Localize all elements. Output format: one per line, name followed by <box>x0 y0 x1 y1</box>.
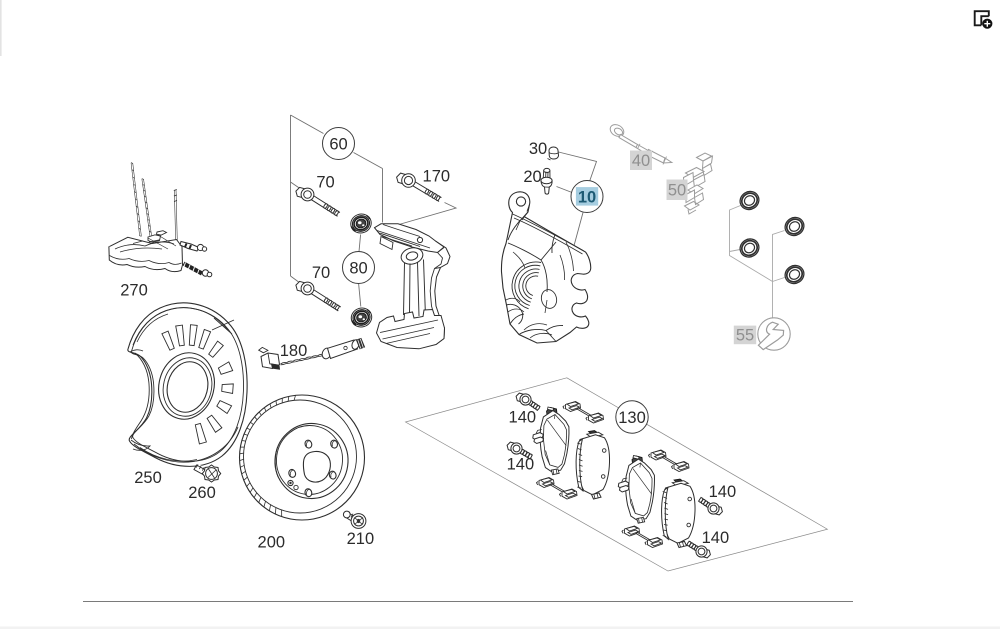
svg-text:140: 140 <box>507 456 535 474</box>
svg-text:50: 50 <box>668 182 686 200</box>
svg-text:60: 60 <box>329 135 347 153</box>
svg-text:200: 200 <box>258 534 286 552</box>
svg-text:40: 40 <box>632 152 650 170</box>
svg-text:260: 260 <box>188 484 216 502</box>
svg-text:250: 250 <box>134 469 162 487</box>
svg-text:130: 130 <box>618 409 646 427</box>
svg-text:70: 70 <box>316 174 334 192</box>
svg-text:140: 140 <box>709 483 737 501</box>
svg-text:30: 30 <box>529 140 547 158</box>
svg-text:55: 55 <box>736 327 754 345</box>
svg-text:210: 210 <box>347 530 375 548</box>
svg-text:10: 10 <box>578 189 596 207</box>
svg-text:180: 180 <box>280 342 308 360</box>
svg-text:140: 140 <box>702 529 730 547</box>
svg-text:20: 20 <box>523 168 541 186</box>
svg-text:70: 70 <box>312 264 330 282</box>
svg-text:170: 170 <box>423 168 451 186</box>
svg-text:80: 80 <box>349 259 367 277</box>
svg-text:140: 140 <box>509 408 537 426</box>
svg-text:270: 270 <box>120 282 148 300</box>
